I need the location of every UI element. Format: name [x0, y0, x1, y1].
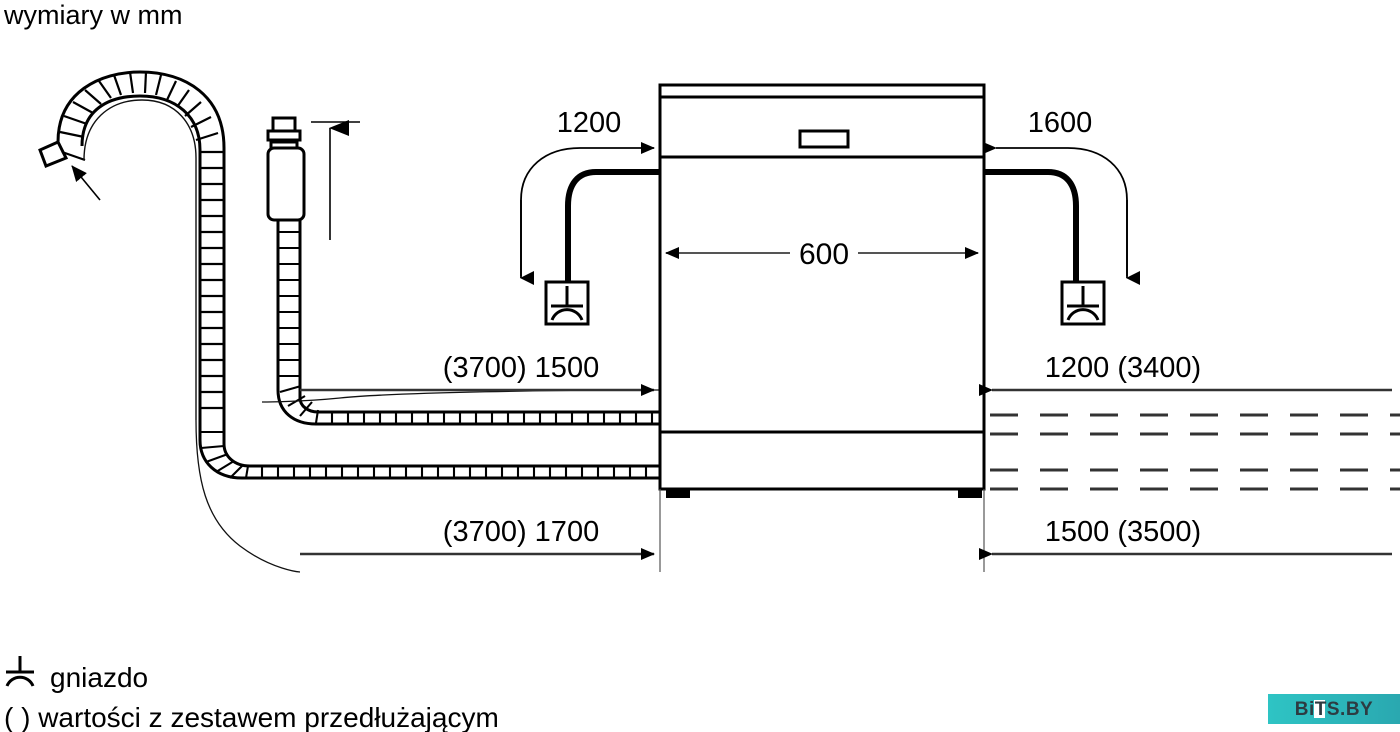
inlet-hose-ribs: [278, 230, 654, 424]
socket-symbol-right: [1060, 280, 1106, 326]
dimension-1500-3500: 1500 (3500): [979, 516, 1392, 560]
watermark-text: BiTS.BY: [1295, 699, 1373, 720]
dimension-label-3700-1500: (3700) 1500: [443, 352, 599, 384]
aquastop-valve: [266, 116, 306, 222]
legend-socket-icon: [5, 656, 35, 687]
dimension-label-1200-top: 1200: [557, 107, 622, 139]
control-display: [798, 129, 850, 149]
dimension-3700-1500: (3700) 1500: [300, 352, 655, 396]
dimension-1200-top-left: 1200: [520, 107, 660, 285]
dimension-1200-3400: 1200 (3400): [979, 352, 1392, 396]
dimension-1600-top-right: 1600: [983, 107, 1140, 285]
legend-label-extension: ( ) wartości z zestawem przedłużającym: [4, 702, 499, 732]
dimension-label-1600-top: 1600: [1028, 107, 1093, 139]
hose-inner-guide: [83, 99, 197, 420]
dishwasher-body: [658, 83, 986, 498]
dimension-label-width: 600: [799, 238, 849, 271]
legend: gniazdo ( ) wartości z zestawem przedłuż…: [4, 656, 499, 732]
dimension-label-1500-3500: 1500 (3500): [1045, 516, 1201, 548]
hose-ribs-top: [59, 71, 224, 410]
watermark: BiTS.BY: [1268, 694, 1400, 724]
dimension-label-1200-3400: 1200 (3400): [1045, 352, 1201, 384]
projection-lines: [659, 489, 985, 572]
drain-hose-lower: [198, 420, 660, 480]
appliance-foot-left: [666, 489, 690, 498]
legend-label-gniazdo: gniazdo: [50, 662, 148, 693]
socket-symbol-left: [544, 280, 590, 326]
dimension-3700-1700: (3700) 1700: [300, 516, 655, 560]
valve-height-reference: [311, 120, 360, 240]
drain-hose-lower-ribs: [200, 430, 648, 479]
dashed-hose-routes-right: [990, 413, 1400, 491]
page-title: wymiary w mm: [3, 0, 182, 30]
dimension-label-3700-1700: (3700) 1700: [443, 516, 599, 548]
inlet-hose: [276, 220, 660, 426]
dimension-width-600: 600: [665, 238, 979, 271]
appliance-foot-right: [958, 489, 982, 498]
hose-end-leader-arrow: [71, 165, 101, 201]
